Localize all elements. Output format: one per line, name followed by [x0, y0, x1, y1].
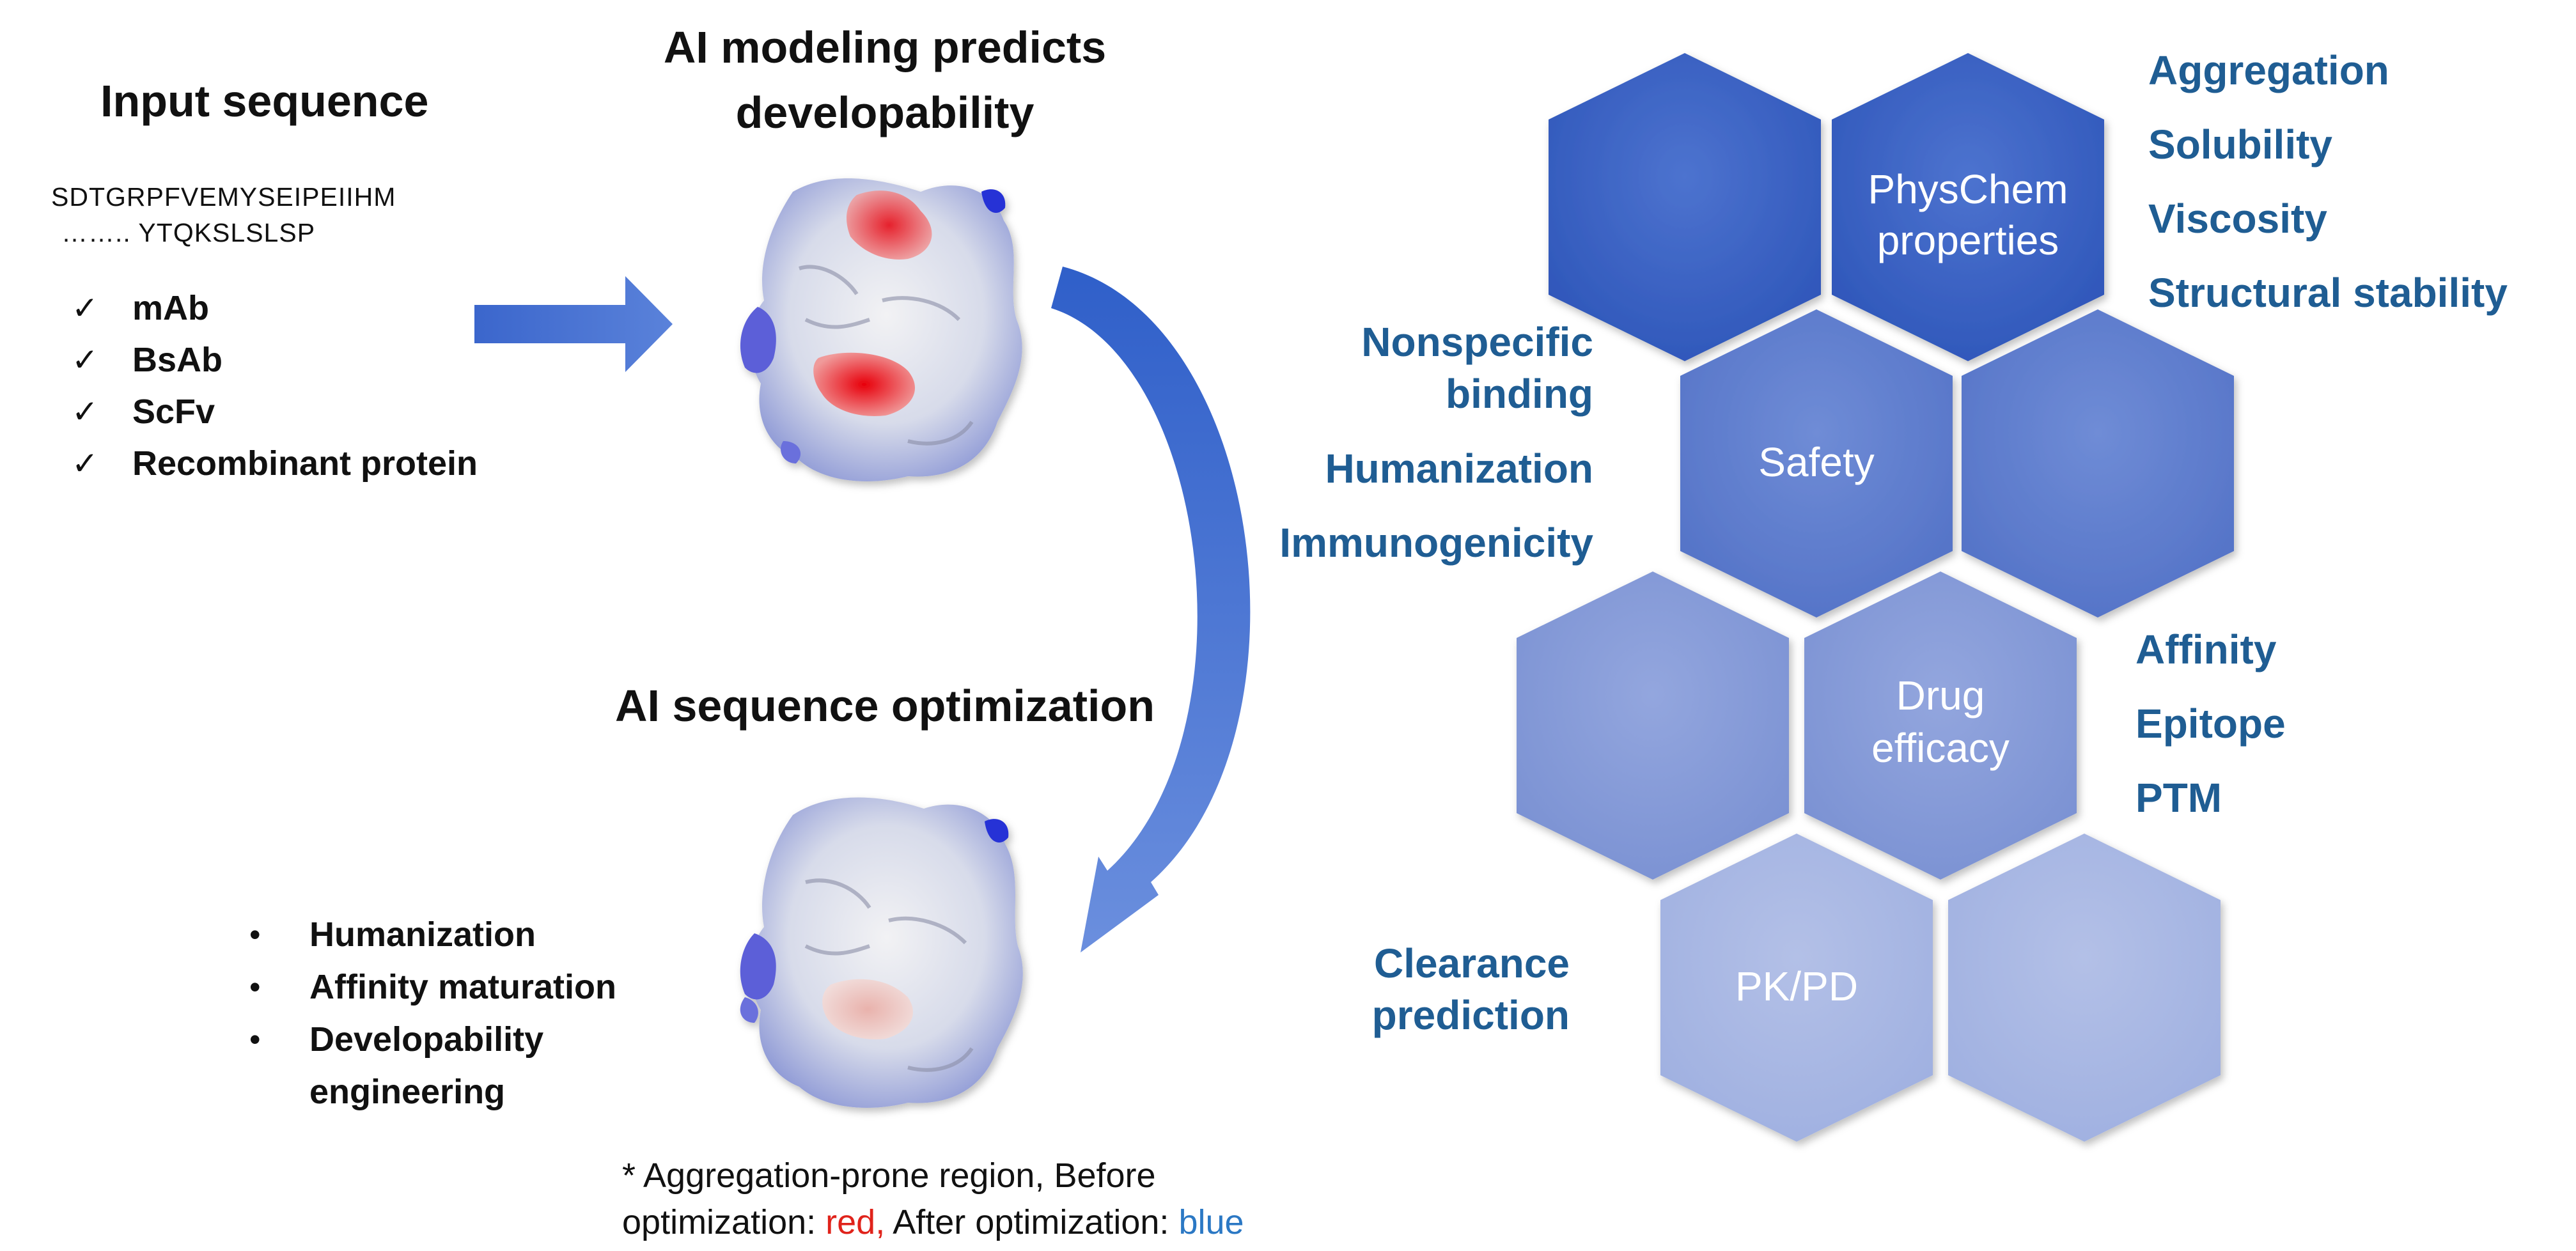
- safety-label: Safety: [1758, 439, 1874, 485]
- input-title: Input sequence: [100, 76, 428, 126]
- property-label: Solubility: [2148, 121, 2332, 167]
- protein-surface-before-icon: [740, 178, 1022, 481]
- property-label: Clearance: [1374, 940, 1570, 986]
- optimization-item: Developability: [309, 1020, 543, 1059]
- footnote-prefix: optimization:: [622, 1203, 825, 1241]
- hexagon-safety: [1680, 309, 1953, 618]
- optimization-item: Humanization: [309, 915, 536, 954]
- format-item: ScFv: [132, 392, 215, 431]
- check-icon: ✓: [72, 342, 98, 378]
- hexagon-cluster: PhysChem properties Safety Drug efficacy…: [1517, 53, 2234, 1142]
- check-icon: ✓: [72, 446, 98, 481]
- optimization-item: engineering: [309, 1073, 505, 1111]
- property-label: prediction: [1372, 992, 1570, 1038]
- sequence-line-1: SDTGRPFVEMYSEIPEIIHM: [51, 182, 396, 212]
- property-label: Structural stability: [2148, 270, 2508, 316]
- format-item: mAb: [132, 289, 209, 327]
- check-icon: ✓: [72, 290, 98, 326]
- hexagon-cell: [1962, 309, 2234, 618]
- modeling-title-line-2: developability: [736, 88, 1034, 137]
- physchem-properties-list: Aggregation Solubility Viscosity Structu…: [2148, 47, 2508, 316]
- input-panel: Input sequence SDTGRPFVEMYSEIPEIIHM ……..…: [51, 76, 478, 483]
- property-label: Aggregation: [2148, 47, 2389, 93]
- hexagon-physchem: [1832, 53, 2104, 361]
- block-right-arrow-icon: [474, 276, 673, 372]
- physchem-label-line-1: PhysChem: [1868, 166, 2068, 212]
- bullet-icon: •: [249, 1022, 261, 1057]
- efficacy-label-line-1: Drug: [1896, 672, 1985, 719]
- bullet-icon: •: [249, 917, 261, 952]
- property-label: Humanization: [1325, 446, 1593, 492]
- curved-down-arrow-icon: [1051, 267, 1251, 952]
- hexagon-efficacy: [1804, 571, 2077, 880]
- bullet-icon: •: [249, 969, 261, 1005]
- pkpd-label: PK/PD: [1735, 963, 1858, 1009]
- property-label: PTM: [2135, 775, 2222, 821]
- protein-surface-after-icon: [740, 797, 1023, 1108]
- footnote-blue-word: blue: [1178, 1203, 1244, 1241]
- footnote-line-2: optimization: red, After optimization: b…: [622, 1203, 1244, 1241]
- hexagon-cell: [1549, 53, 1821, 361]
- property-label: Affinity: [2135, 626, 2277, 672]
- property-label: Epitope: [2135, 701, 2286, 747]
- optimization-title: AI sequence optimization: [615, 681, 1155, 731]
- efficacy-properties-list: Affinity Epitope PTM: [2135, 626, 2286, 821]
- format-item: BsAb: [132, 341, 222, 379]
- hexagon-pkpd: [1660, 834, 1933, 1142]
- sequence-line-2: …….. YTQKSLSLSP: [61, 218, 315, 247]
- property-label: binding: [1446, 371, 1593, 417]
- property-label: Immunogenicity: [1279, 520, 1593, 566]
- hexagon-cell: [1517, 571, 1789, 880]
- safety-properties-list: Nonspecific binding Humanization Immunog…: [1279, 319, 1593, 566]
- optimization-list: • Humanization • Affinity maturation • D…: [249, 915, 616, 1111]
- footnote-line-1: * Aggregation-prone region, Before: [622, 1156, 1156, 1195]
- footnote-red-word: red,: [825, 1203, 885, 1241]
- footnote-middle: After optimization:: [885, 1203, 1178, 1241]
- modeling-title-line-1: AI modeling predicts: [664, 22, 1106, 72]
- check-icon: ✓: [72, 394, 98, 430]
- optimization-item: Affinity maturation: [309, 968, 616, 1006]
- pkpd-properties-list: Clearance prediction: [1372, 940, 1570, 1038]
- format-item: Recombinant protein: [132, 444, 478, 483]
- efficacy-label-line-2: efficacy: [1871, 725, 2010, 771]
- property-label: Viscosity: [2148, 196, 2327, 242]
- footnote: * Aggregation-prone region, Before optim…: [622, 1156, 1244, 1241]
- hexagon-cell: [1948, 834, 2221, 1142]
- physchem-label-line-2: properties: [1877, 217, 2059, 263]
- property-label: Nonspecific: [1361, 319, 1593, 365]
